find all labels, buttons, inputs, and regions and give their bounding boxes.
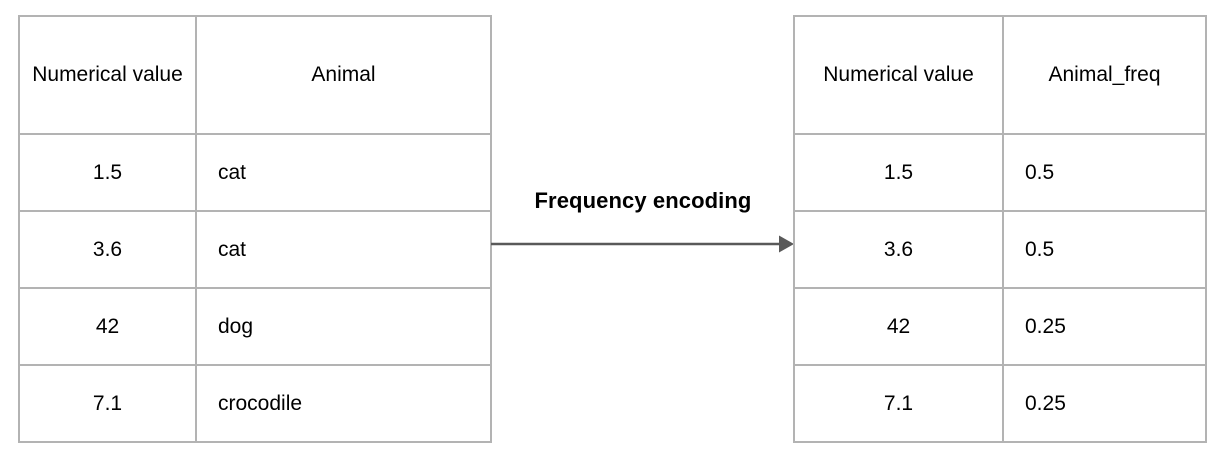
source-cell-animal: crocodile	[195, 364, 492, 443]
result-cell-numerical-value: 1.5	[793, 133, 1004, 212]
source-cell-numerical-value: 3.6	[18, 210, 197, 289]
result-header-numerical-value: Numerical value	[793, 15, 1004, 135]
table-header-row: Numerical value Animal_freq	[793, 15, 1207, 135]
transform-group: Frequency encoding	[491, 188, 795, 262]
transform-label: Frequency encoding	[534, 188, 752, 213]
result-cell-animal-freq: 0.5	[1002, 210, 1207, 289]
table-row: 1.5 cat	[18, 133, 492, 212]
result-cell-animal-freq: 0.25	[1002, 287, 1207, 366]
result-header-animal-freq: Animal_freq	[1002, 15, 1207, 135]
result-cell-animal-freq: 0.25	[1002, 364, 1207, 443]
result-cell-numerical-value: 7.1	[793, 364, 1004, 443]
source-cell-numerical-value: 42	[18, 287, 197, 366]
arrow-right-icon	[491, 235, 794, 253]
source-cell-numerical-value: 7.1	[18, 364, 197, 443]
table-row: 7.1 0.25	[793, 364, 1207, 443]
table-row: 7.1 crocodile	[18, 364, 492, 443]
source-table: Numerical value Animal 1.5 cat 3.6 cat 4…	[18, 15, 492, 443]
table-row: 42 0.25	[793, 287, 1207, 366]
source-cell-animal: cat	[195, 210, 492, 289]
source-header-numerical-value: Numerical value	[18, 15, 197, 135]
result-cell-animal-freq: 0.5	[1002, 133, 1207, 212]
table-row: 3.6 0.5	[793, 210, 1207, 289]
source-header-animal: Animal	[195, 15, 492, 135]
source-cell-numerical-value: 1.5	[18, 133, 197, 212]
result-cell-numerical-value: 3.6	[793, 210, 1004, 289]
table-row: 1.5 0.5	[793, 133, 1207, 212]
result-cell-numerical-value: 42	[793, 287, 1004, 366]
source-cell-animal: cat	[195, 133, 492, 212]
source-cell-animal: dog	[195, 287, 492, 366]
table-row: 3.6 cat	[18, 210, 492, 289]
table-header-row: Numerical value Animal	[18, 15, 492, 135]
table-row: 42 dog	[18, 287, 492, 366]
result-table: Numerical value Animal_freq 1.5 0.5 3.6 …	[793, 15, 1207, 443]
